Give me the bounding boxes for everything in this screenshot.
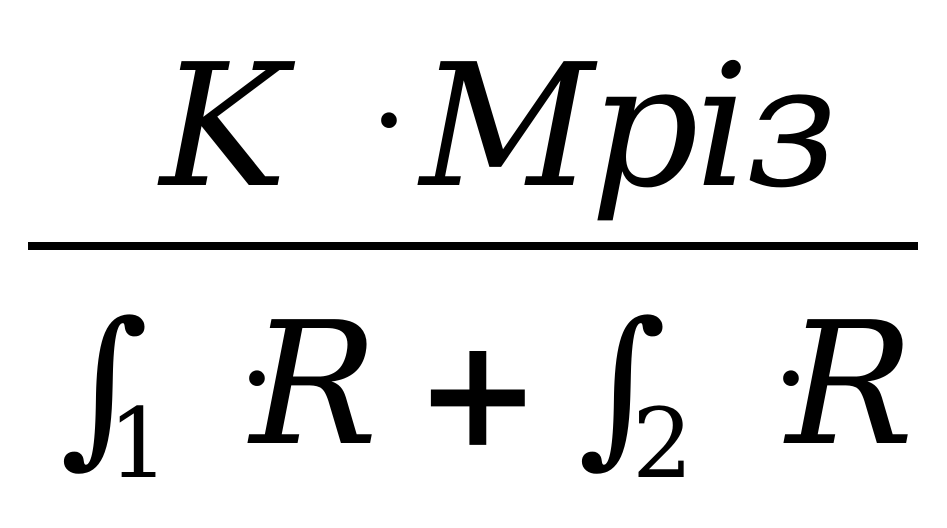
numerator-mpiz: Mpiз xyxy=(420,28,838,226)
numerator-multiply-dot: · xyxy=(370,52,409,191)
integral-2-symbol: ∫ xyxy=(578,286,667,484)
integral-2-subscript: 2 xyxy=(632,388,694,500)
fraction-bar xyxy=(28,242,918,250)
term-2-multiply-dot: · xyxy=(772,310,811,449)
numerator-k: K xyxy=(160,28,288,226)
plus-sign: + xyxy=(415,305,541,481)
term-1-r: R xyxy=(250,286,378,484)
numerator: K · Mpiз xyxy=(0,42,947,212)
integral-1-subscript: 1 xyxy=(108,388,170,500)
term-1-multiply-dot: · xyxy=(238,310,277,449)
denominator: ∫ 1 · R + ∫ 2 · R xyxy=(0,300,947,500)
term-2-r: R xyxy=(786,286,914,484)
integral-1-symbol: ∫ xyxy=(60,286,149,484)
